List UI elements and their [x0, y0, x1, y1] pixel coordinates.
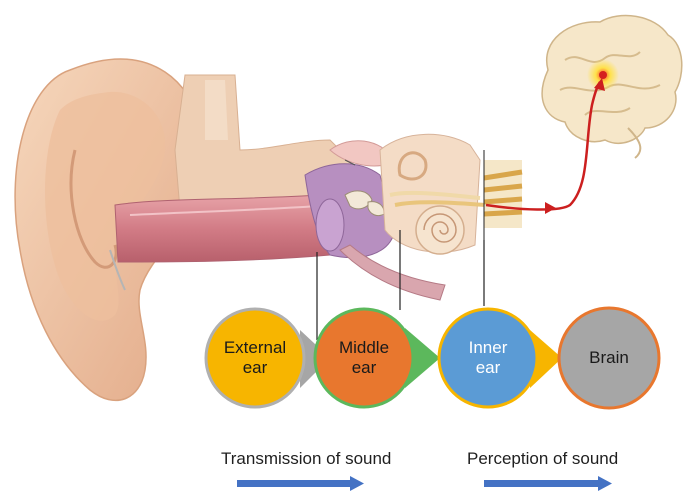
stage-label-external: External ear	[223, 337, 287, 377]
middle-ear-icon	[304, 140, 396, 258]
stage-circle-external	[204, 307, 306, 409]
auditory-nerve-icon	[483, 150, 523, 240]
inner-ear-icon	[339, 133, 486, 301]
stage-circle-inner	[437, 307, 539, 409]
stage-circle-middle	[313, 307, 415, 409]
perception-arrow-icon	[484, 476, 612, 491]
nerve-arrowhead	[545, 202, 556, 214]
brain-arrowhead	[594, 78, 605, 91]
stage-pointer-middle	[405, 328, 440, 388]
transmission-caption: Transmission of sound	[221, 449, 392, 468]
stage-label-brain: Brain	[589, 347, 629, 367]
stage-label-inner: Inner ear	[468, 337, 508, 377]
perception-caption: Perception of sound	[467, 449, 619, 468]
outer-ear-icon	[14, 58, 207, 401]
ear-canal-icon	[114, 194, 331, 263]
nerve-pathway-arrow	[485, 81, 602, 211]
stage-circle-brain	[557, 306, 661, 410]
transmission-arrow-icon	[237, 476, 364, 491]
brain-icon	[541, 14, 683, 159]
stage-label-middle: Middle ear	[338, 337, 390, 377]
stage-circles	[204, 306, 661, 410]
stage-pointer-inner	[530, 330, 562, 388]
